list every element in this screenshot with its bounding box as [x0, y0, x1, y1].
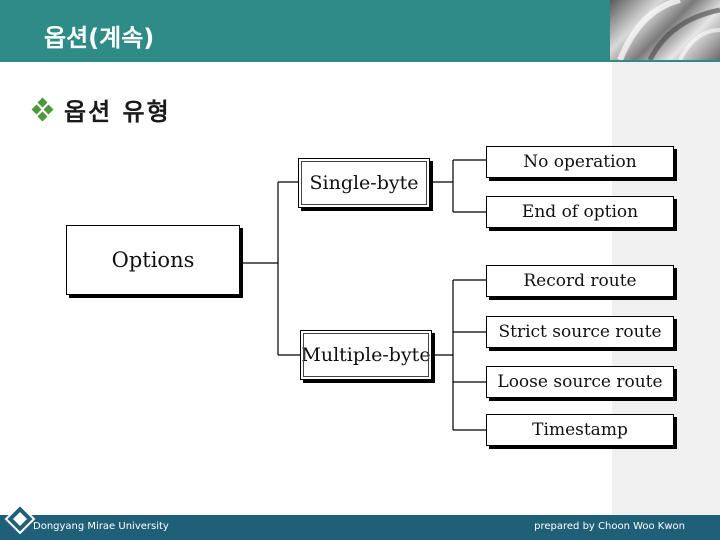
footer-author: prepared by Choon Woo Kwon — [534, 521, 685, 532]
multiple-byte-node: Multiple-byte — [300, 330, 432, 380]
options-node: Options — [66, 225, 240, 295]
strict-source-route-node: Strict source route — [486, 316, 674, 348]
slide-title: 옵션(계속) — [44, 24, 155, 52]
record-route-node: Record route — [486, 265, 674, 297]
end-of-option-node: End of option — [486, 196, 674, 228]
section-heading: 옵션 유형 — [30, 92, 171, 127]
header-divider — [0, 60, 720, 62]
no-operation-node: No operation — [486, 146, 674, 178]
footer-university: Dongyang Mirae University — [33, 521, 169, 532]
logo-diamond-icon — [4, 503, 36, 535]
single-byte-node: Single-byte — [298, 158, 430, 208]
timestamp-node: Timestamp — [486, 414, 674, 446]
diamond-cluster-icon — [30, 97, 56, 123]
title-bar: 옵션(계속) — [0, 0, 610, 60]
footer-bar: Dongyang Mirae University prepared by Ch… — [0, 515, 720, 540]
header-decoration-image — [610, 0, 720, 60]
section-heading-text: 옵션 유형 — [64, 98, 171, 126]
loose-source-route-node: Loose source route — [486, 366, 674, 398]
